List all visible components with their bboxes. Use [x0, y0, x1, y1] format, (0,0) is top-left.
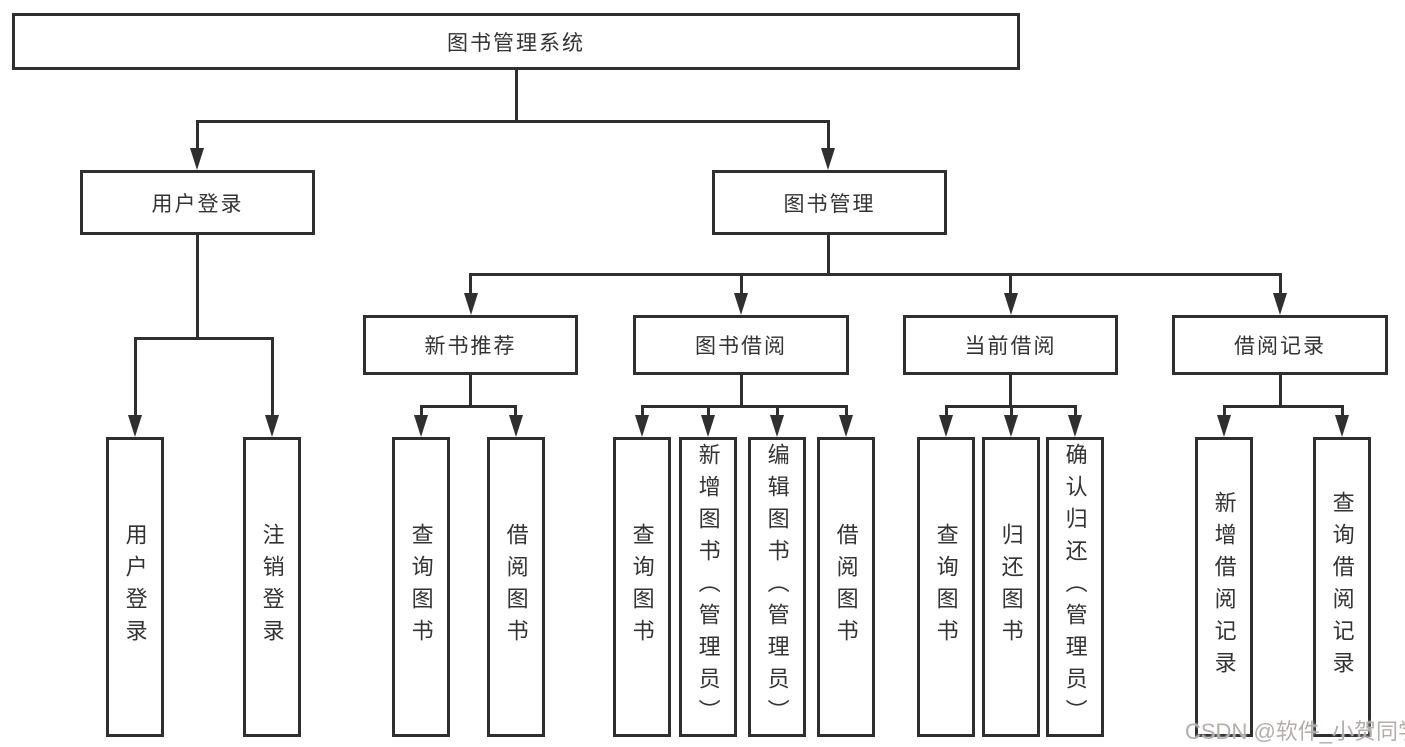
node-root-label: 图书管理系统 — [447, 31, 585, 55]
arrow-down-icon — [939, 415, 953, 437]
leaf-borrow-add: 新增图书（管理员） — [679, 437, 737, 737]
connector-line — [1010, 405, 1013, 417]
leaf-current-query: 查询图书 — [917, 437, 975, 737]
leaf-current-confirm: 确认归还（管理员） — [1046, 437, 1104, 737]
leaf-borrow-edit: 编辑图书（管理员） — [748, 437, 806, 737]
leaf-record-add: 新增借阅记录 — [1195, 437, 1253, 737]
leaf-borrow-borrow-label: 借阅图书 — [833, 523, 859, 651]
arrow-down-icon — [414, 415, 428, 437]
node-book-borrow-label: 图书借阅 — [695, 335, 787, 358]
node-root: 图书管理系统 — [12, 13, 1020, 70]
connector-line — [1074, 405, 1077, 417]
arrow-down-icon — [839, 415, 853, 437]
connector-line — [827, 120, 830, 150]
leaf-current-confirm-label: 确认归还（管理员） — [1062, 443, 1088, 731]
node-book-management: 图书管理 — [712, 170, 947, 235]
node-new-book-recommend: 新书推荐 — [363, 315, 578, 375]
csdn-watermark: CSDN @软件_小贺同学 — [1185, 719, 1405, 744]
connector-line — [1279, 273, 1282, 295]
leaf-current-return: 归还图书 — [982, 437, 1040, 737]
leaf-newbook-query: 查询图书 — [392, 437, 450, 737]
leaf-current-query-label: 查询图书 — [933, 523, 959, 651]
node-book-management-label: 图书管理 — [783, 192, 876, 216]
arrow-down-icon — [734, 293, 748, 315]
leaf-borrow-query: 查询图书 — [613, 437, 671, 737]
connector-line — [1341, 405, 1344, 417]
arrow-down-icon — [1217, 415, 1231, 437]
arrow-down-icon — [701, 415, 715, 437]
arrow-down-icon — [128, 415, 142, 437]
leaf-record-query-label: 查询借阅记录 — [1329, 491, 1355, 683]
connector-line — [469, 375, 472, 405]
leaf-record-query: 查询借阅记录 — [1313, 437, 1371, 737]
connector-line — [196, 235, 199, 337]
connector-line — [1009, 273, 1012, 295]
connector-line — [641, 405, 847, 408]
arrow-down-icon — [509, 415, 523, 437]
connector-line — [514, 405, 517, 417]
connector-line — [515, 70, 518, 120]
arrow-down-icon — [1004, 415, 1018, 437]
connector-line — [134, 337, 274, 340]
arrow-down-icon — [1004, 293, 1018, 315]
connector-line — [641, 405, 644, 417]
node-borrow-records: 借阅记录 — [1172, 315, 1388, 375]
leaf-record-add-label: 新增借阅记录 — [1211, 491, 1237, 683]
connector-line — [420, 405, 517, 408]
arrow-down-icon — [635, 415, 649, 437]
arrow-down-icon — [1068, 415, 1082, 437]
node-new-book-recommend-label: 新书推荐 — [424, 335, 517, 358]
connector-line — [740, 273, 743, 295]
connector-line — [1223, 405, 1226, 417]
connector-line — [469, 273, 1281, 276]
node-current-borrow: 当前借阅 — [903, 315, 1118, 375]
connector-line — [1009, 375, 1012, 405]
arrow-down-icon — [770, 415, 784, 437]
leaf-current-return-label: 归还图书 — [998, 523, 1024, 651]
arrow-down-icon — [1335, 415, 1349, 437]
leaf-borrow-add-label: 新增图书（管理员） — [695, 443, 721, 731]
connector-line — [1223, 405, 1344, 408]
leaf-logout: 注销登录 — [243, 437, 301, 737]
connector-line — [776, 405, 779, 417]
node-borrow-records-label: 借阅记录 — [1234, 335, 1326, 358]
leaf-borrow-edit-label: 编辑图书（管理员） — [764, 443, 790, 731]
connector-line — [707, 405, 710, 417]
leaf-logout-label: 注销登录 — [259, 523, 285, 651]
connector-line — [1279, 375, 1282, 405]
leaf-user-login-label: 用户登录 — [122, 523, 148, 651]
connector-line — [827, 235, 830, 273]
connector-line — [740, 375, 743, 405]
arrow-down-icon — [1273, 293, 1287, 315]
node-user-login-label: 用户登录 — [151, 192, 244, 216]
connector-line — [469, 273, 472, 295]
node-book-borrow: 图书借阅 — [633, 315, 849, 375]
arrow-down-icon — [464, 293, 478, 315]
leaf-newbook-borrow-label: 借阅图书 — [503, 523, 529, 651]
connector-line — [945, 405, 948, 417]
connector-line — [420, 405, 423, 417]
connector-line — [196, 120, 199, 150]
connector-line — [845, 405, 848, 417]
node-current-borrow-label: 当前借阅 — [964, 335, 1057, 358]
leaf-user-login: 用户登录 — [106, 437, 164, 737]
leaf-newbook-query-label: 查询图书 — [408, 523, 434, 651]
leaf-borrow-query-label: 查询图书 — [629, 523, 655, 651]
connector-line — [134, 337, 137, 417]
connector-line — [196, 120, 830, 123]
arrow-down-icon — [821, 148, 835, 170]
arrow-down-icon — [265, 415, 279, 437]
leaf-newbook-borrow: 借阅图书 — [487, 437, 545, 737]
leaf-borrow-borrow: 借阅图书 — [817, 437, 875, 737]
node-user-login: 用户登录 — [80, 170, 315, 235]
connector-line — [271, 337, 274, 417]
arrow-down-icon — [190, 148, 204, 170]
